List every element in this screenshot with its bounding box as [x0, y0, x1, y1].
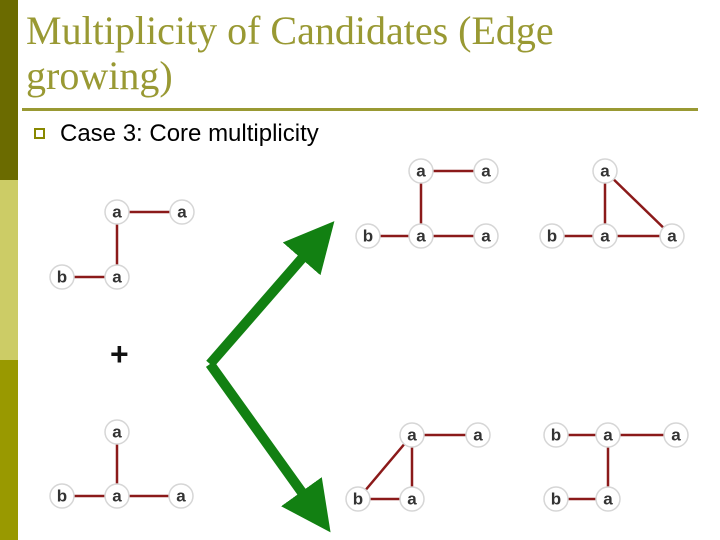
graph-node: a [659, 223, 685, 249]
node-label: a [671, 426, 681, 445]
node-circle [49, 264, 75, 290]
node-circle [345, 486, 371, 512]
node-label: a [177, 203, 187, 222]
candidate-bottom-left: a a b a [345, 422, 491, 512]
graph-node: a [168, 483, 194, 509]
graph-node: b [543, 422, 569, 448]
node-label: b [353, 490, 363, 509]
sidebar-band-top [0, 0, 18, 180]
node-label: a [600, 162, 610, 181]
node-label: a [112, 268, 122, 287]
input-graph-bottom: a b a a [49, 419, 194, 509]
node-circle [399, 486, 425, 512]
graph-node: b [539, 223, 565, 249]
node-circle [592, 223, 618, 249]
graph-node: a [663, 422, 689, 448]
plus-operator: + [110, 336, 129, 372]
node-label: a [667, 227, 677, 246]
node-label: b [551, 490, 561, 509]
node-circle [473, 158, 499, 184]
graph-node: b [345, 486, 371, 512]
arrow-down [205, 361, 331, 533]
node-circle [543, 486, 569, 512]
arrow-up [206, 221, 335, 368]
node-circle [399, 422, 425, 448]
graph-node: a [473, 223, 499, 249]
node-circle [104, 264, 130, 290]
graph-node: a [399, 486, 425, 512]
node-circle [408, 223, 434, 249]
graph-node: a [595, 422, 621, 448]
node-circle [104, 199, 130, 225]
node-circle [473, 223, 499, 249]
graph-edge [357, 434, 413, 500]
node-label: a [416, 227, 426, 246]
graph-node: b [543, 486, 569, 512]
graph-node: a [104, 199, 130, 225]
graph-node: a [595, 486, 621, 512]
node-circle [595, 486, 621, 512]
sidebar-band-bottom [0, 360, 18, 540]
node-circle [168, 483, 194, 509]
sidebar-band-middle [0, 180, 18, 360]
graph-node: b [49, 483, 75, 509]
candidate-bottom-right: b a a b a [543, 422, 689, 512]
graph-edge [604, 170, 673, 237]
node-label: a [603, 426, 613, 445]
graph-node: a [592, 223, 618, 249]
input-graph-top: a a b a [49, 199, 195, 290]
node-circle [592, 158, 618, 184]
node-circle [659, 223, 685, 249]
node-label: a [473, 426, 483, 445]
node-circle [663, 422, 689, 448]
node-label: a [112, 203, 122, 222]
node-label: a [112, 487, 122, 506]
graph-node: a [104, 264, 130, 290]
node-label: a [600, 227, 610, 246]
node-label: b [57, 268, 67, 287]
branch-arrow [205, 221, 335, 533]
graph-node: a [399, 422, 425, 448]
bullet-text: Case 3: Core multiplicity [60, 120, 319, 147]
title-underline [22, 108, 698, 111]
node-label: a [481, 162, 491, 181]
node-circle [595, 422, 621, 448]
candidate-top-left: a a b a a [355, 158, 499, 249]
node-label: a [112, 423, 122, 442]
node-label: b [363, 227, 373, 246]
node-circle [104, 483, 130, 509]
node-label: a [481, 227, 491, 246]
node-circle [104, 419, 130, 445]
node-label: a [407, 490, 417, 509]
graph-node: a [592, 158, 618, 184]
graph-node: a [169, 199, 195, 225]
node-circle [49, 483, 75, 509]
bullet-square-icon [34, 128, 45, 139]
node-circle [355, 223, 381, 249]
candidate-top-right: a b a a [539, 158, 685, 249]
node-circle [169, 199, 195, 225]
node-label: b [57, 487, 67, 506]
graph-node: b [355, 223, 381, 249]
graph-node: a [473, 158, 499, 184]
node-label: b [551, 426, 561, 445]
graph-node: b [49, 264, 75, 290]
graph-node: a [104, 419, 130, 445]
graph-node: a [408, 223, 434, 249]
node-circle [543, 422, 569, 448]
slide-title: Multiplicity of Candidates (Edge growing… [26, 8, 554, 98]
node-label: b [547, 227, 557, 246]
graph-node: a [408, 158, 434, 184]
graph-node: a [465, 422, 491, 448]
node-circle [539, 223, 565, 249]
node-label: a [603, 490, 613, 509]
node-label: a [176, 487, 186, 506]
node-circle [465, 422, 491, 448]
node-circle [408, 158, 434, 184]
graph-node: a [104, 483, 130, 509]
node-label: a [416, 162, 426, 181]
node-label: a [407, 426, 417, 445]
